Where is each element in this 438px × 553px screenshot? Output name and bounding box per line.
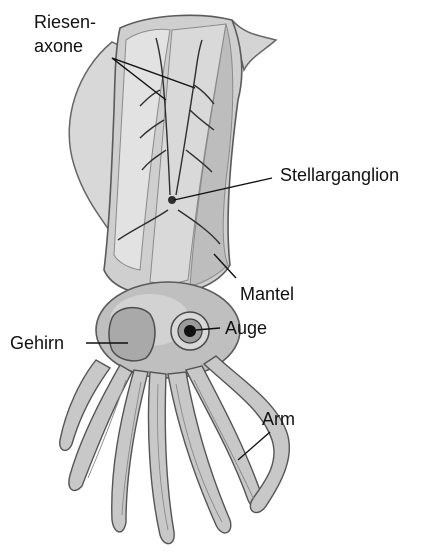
arms: [60, 356, 290, 544]
label-auge: Auge: [225, 318, 267, 338]
brain: [109, 308, 155, 361]
label-riesenaxone-line1: Riesen-: [34, 12, 96, 32]
squid-illustration: [60, 15, 290, 543]
leader-arm: [238, 432, 270, 460]
label-mantel: Mantel: [240, 284, 294, 304]
label-arm: Arm: [262, 409, 295, 429]
label-riesenaxone-line2: axone: [34, 36, 83, 56]
eye-pupil: [184, 325, 196, 337]
label-stellarganglion: Stellarganglion: [280, 165, 399, 185]
arm-3: [148, 372, 174, 544]
label-gehirn: Gehirn: [10, 333, 64, 353]
